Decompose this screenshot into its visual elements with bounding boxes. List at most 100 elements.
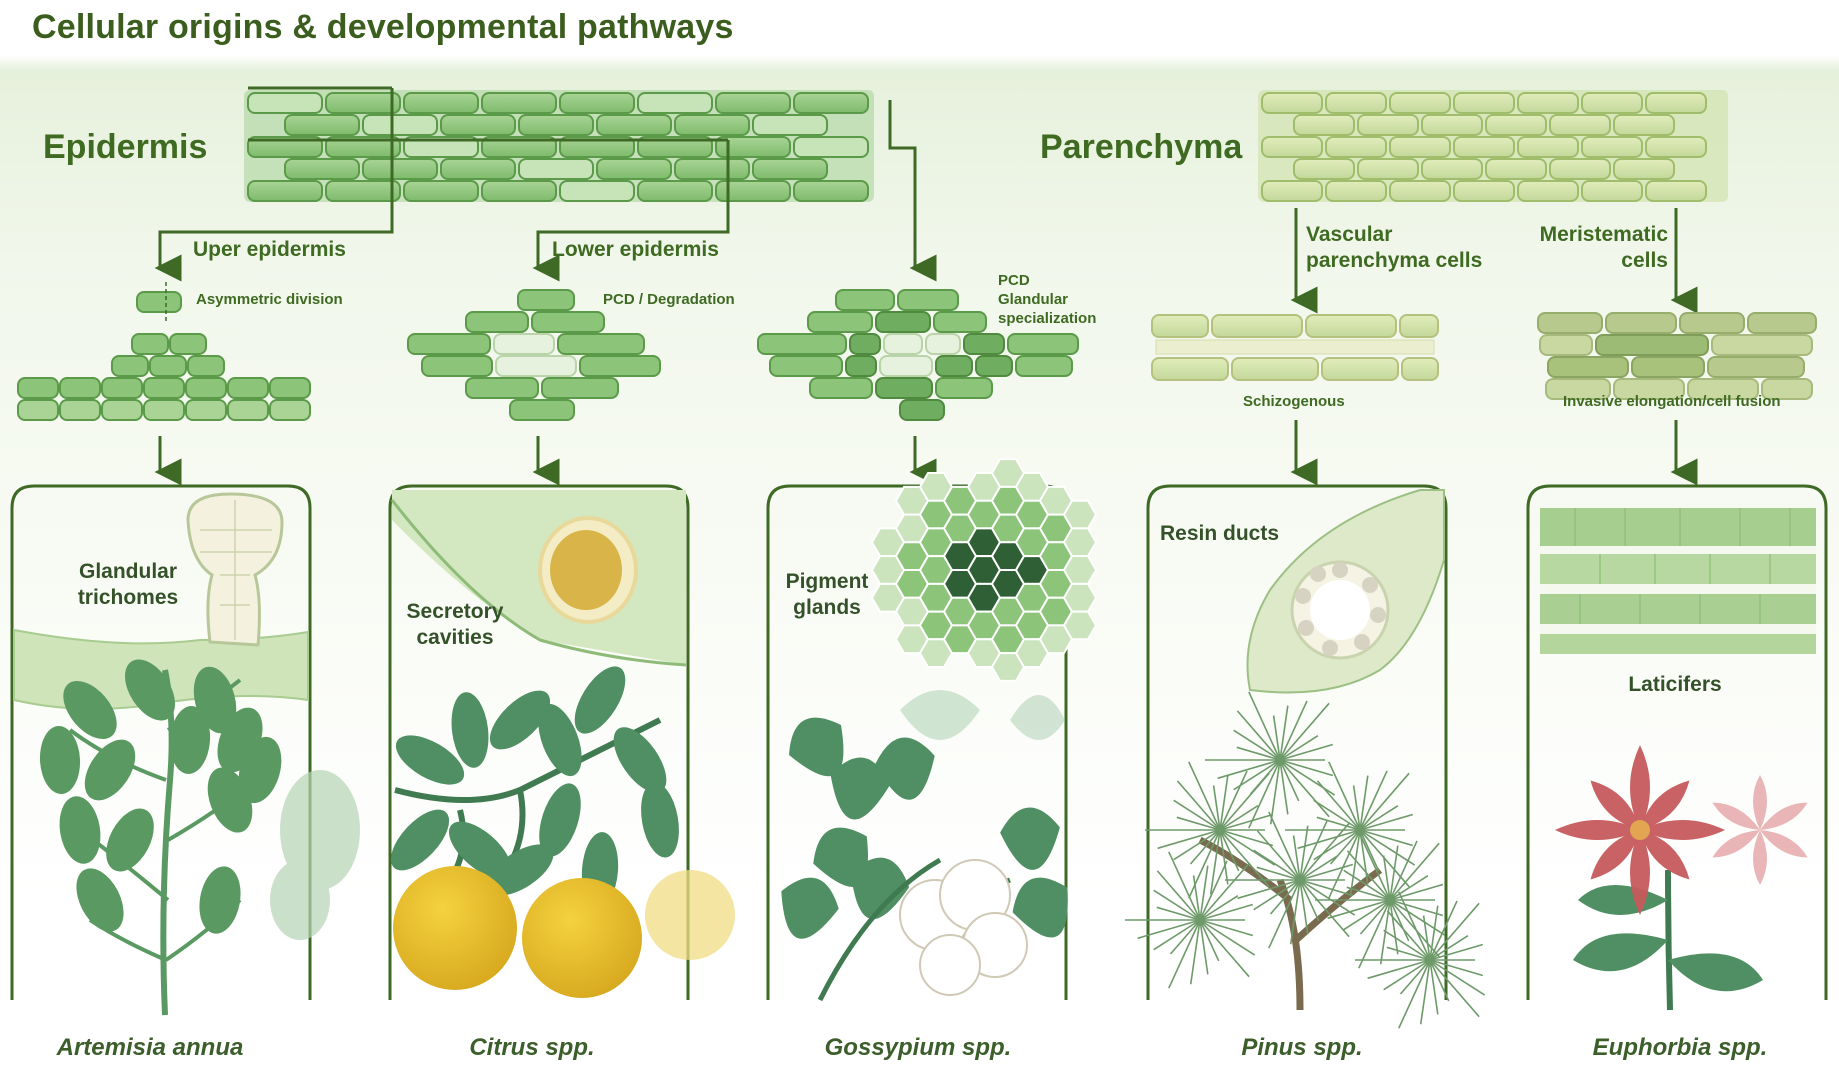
cell: [269, 377, 311, 399]
cell: [1645, 92, 1707, 114]
cell: [1613, 378, 1685, 400]
cell: [1485, 158, 1547, 180]
cell: [807, 311, 873, 333]
invasive-elongation-label: Invasive elongation/cell fusion: [1563, 393, 1781, 410]
cell: [101, 399, 143, 421]
cell: [1645, 136, 1707, 158]
cell: [227, 399, 269, 421]
species-artemisia: Artemisia annua: [56, 1034, 244, 1061]
cell: [1211, 314, 1303, 338]
artemisia-plant-illustration: [39, 659, 360, 1016]
upper-epidermis-label: Uper epidermis: [193, 238, 346, 261]
cell: [1421, 158, 1483, 180]
cell: [1389, 180, 1451, 202]
cavities-line1: Secretory: [406, 600, 504, 623]
cell: [1151, 357, 1229, 381]
cell: [284, 158, 360, 180]
cell: [465, 311, 529, 333]
cell: [579, 355, 661, 377]
cell: [674, 158, 750, 180]
cell: [1645, 180, 1707, 202]
cell: [1015, 355, 1073, 377]
citrus-plant-illustration: [390, 666, 735, 998]
parenchyma-connector-lines: [1290, 208, 1698, 314]
cell: [899, 399, 945, 421]
cell: [403, 92, 479, 114]
cell: [421, 355, 493, 377]
laticifers-label: Laticifers: [1628, 673, 1722, 696]
cell: [1747, 312, 1817, 334]
cell: [247, 92, 323, 114]
cell: [1453, 136, 1515, 158]
cell: [1261, 180, 1323, 202]
cell: [440, 114, 516, 136]
pcd-label-line1: PCD: [998, 272, 1030, 289]
cell: [531, 311, 605, 333]
cell: [1605, 312, 1677, 334]
cell: [1007, 333, 1079, 355]
cell: [1581, 180, 1643, 202]
diagram-title: Cellular origins & developmental pathway…: [32, 8, 734, 46]
parenchyma-cell-band: [1258, 90, 1728, 202]
epidermis-cell-band: [244, 90, 874, 202]
cell: [935, 377, 993, 399]
pcd-label-line2: Glandular: [998, 291, 1069, 308]
cell: [752, 114, 828, 136]
cell: [897, 289, 959, 311]
cell: [269, 399, 311, 421]
pigment-line1: Pigment: [785, 570, 869, 593]
cell: [111, 355, 149, 377]
cell: [845, 355, 877, 377]
cell: [407, 333, 491, 355]
cell: [493, 333, 555, 355]
gossypium-plant-illustration: [781, 690, 1068, 1002]
cell: [715, 92, 791, 114]
cell: [465, 377, 539, 399]
cell: [1293, 114, 1355, 136]
cell: [325, 92, 401, 114]
cell: [925, 333, 961, 355]
cell: [809, 377, 873, 399]
cell: [835, 289, 895, 311]
cell: [559, 92, 635, 114]
cell: [559, 180, 635, 202]
cell: [101, 377, 143, 399]
cell: [227, 377, 269, 399]
cell: [1517, 92, 1579, 114]
cell: [1389, 92, 1451, 114]
cell: [1547, 356, 1629, 378]
cell: [637, 136, 713, 158]
cell: [975, 355, 1013, 377]
cell: [403, 180, 479, 202]
cell: [935, 355, 973, 377]
cell: [883, 333, 923, 355]
cell: [875, 377, 933, 399]
cell: [1453, 180, 1515, 202]
cell: [1325, 180, 1387, 202]
schizogenous-cells: [1151, 314, 1439, 381]
cell: [1711, 334, 1813, 356]
cell: [362, 158, 438, 180]
cell: [59, 399, 101, 421]
cell: [1231, 357, 1319, 381]
cell: [17, 377, 59, 399]
cell: [879, 355, 933, 377]
cell: [185, 377, 227, 399]
species-gossypium: Gossypium spp.: [824, 1034, 1012, 1061]
cell: [136, 291, 182, 313]
cell: [1517, 136, 1579, 158]
meristematic-cells-label: Meristematic cells: [1539, 223, 1668, 272]
cell: [849, 333, 881, 355]
cell: [325, 180, 401, 202]
pigment-glands-label: Pigment glands: [772, 569, 882, 621]
cell: [481, 92, 557, 114]
cell: [517, 289, 575, 311]
cell: [1613, 158, 1675, 180]
cell: [596, 114, 672, 136]
species-euphorbia: Euphorbia spp.: [1592, 1034, 1768, 1061]
cell: [1549, 114, 1611, 136]
trichomes-line1: Glandular: [78, 560, 178, 583]
asymmetric-division-cells: [17, 282, 311, 421]
cell: [757, 333, 847, 355]
